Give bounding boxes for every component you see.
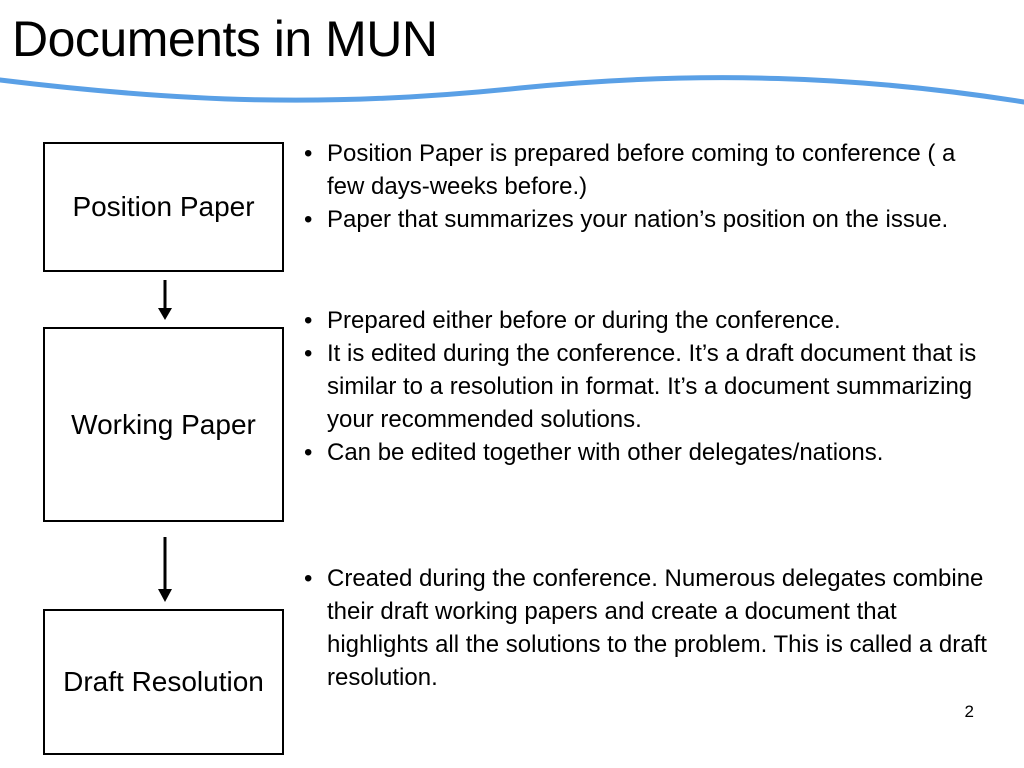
- working-paper-box: Working Paper: [43, 327, 284, 522]
- list-item: • Can be edited together with other deleg…: [304, 436, 994, 469]
- bullet-glyph: •: [304, 565, 313, 592]
- draft-resolution-label: Draft Resolution: [63, 666, 264, 697]
- slide-title: Documents in MUN: [12, 11, 438, 67]
- arrow-down-icon: [158, 280, 172, 320]
- list-item: • Position Paper is prepared before comin…: [304, 137, 994, 203]
- bullet-glyph: •: [304, 206, 313, 233]
- position-paper-label: Position Paper: [72, 191, 255, 222]
- list-item: • Prepared either before or during the co…: [304, 304, 994, 337]
- bullet-text: Created during the conference. Numerous …: [327, 565, 987, 691]
- bullet-glyph: •: [304, 307, 313, 334]
- list-item: • Paper that summarizes your nation’s pos…: [304, 203, 994, 236]
- bullet-text: It is edited during the conference. It’s…: [327, 340, 977, 433]
- page-number: 2: [964, 702, 974, 721]
- title-underline-wave: [0, 75, 1024, 105]
- bullet-text: Prepared either before or during the con…: [327, 307, 841, 334]
- bullet-glyph: •: [304, 439, 313, 466]
- bullet-glyph: •: [304, 340, 313, 367]
- working-paper-bullets: • Prepared either before or during the co…: [304, 304, 994, 469]
- list-item: • It is edited during the conference. It’…: [304, 337, 994, 436]
- bullet-text: Can be edited together with other delega…: [327, 439, 884, 466]
- draft-resolution-bullets: • Created during the conference. Numerous…: [304, 562, 994, 694]
- draft-resolution-box: Draft Resolution: [43, 609, 284, 755]
- bullet-text: Position Paper is prepared before coming…: [327, 140, 956, 200]
- bullet-text: Paper that summarizes your nation’s posi…: [327, 206, 949, 233]
- position-paper-bullets: • Position Paper is prepared before comin…: [304, 137, 994, 236]
- position-paper-box: Position Paper: [43, 142, 284, 272]
- list-item: • Created during the conference. Numerous…: [304, 562, 994, 694]
- working-paper-label: Working Paper: [71, 408, 256, 440]
- arrow-down-icon: [158, 537, 172, 602]
- bullet-glyph: •: [304, 140, 313, 167]
